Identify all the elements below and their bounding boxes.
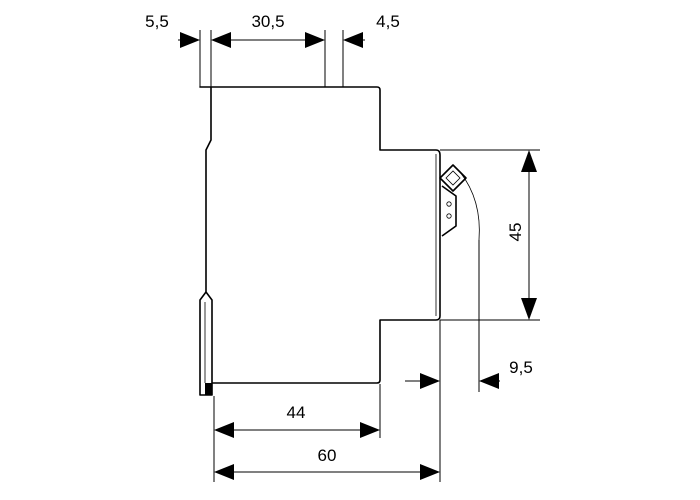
- dim-front-height: 45: [506, 150, 537, 320]
- dim-30-5-label: 30,5: [251, 12, 284, 31]
- dim-depth-to-front: 44: [214, 403, 380, 438]
- handle-pin-2: [446, 213, 452, 219]
- extension-lines: [199, 30, 540, 482]
- device-body: [199, 86, 441, 396]
- device-outline: [199, 86, 441, 384]
- dim-terminal-spacing: 30,5: [211, 12, 325, 48]
- dim-60-label: 60: [318, 446, 337, 465]
- dim-handle-protrusion: 9,5: [405, 358, 533, 389]
- handle-swing-arc: [459, 171, 480, 241]
- dim-45-label: 45: [506, 223, 525, 242]
- dim-30-5-arrow-left: [211, 32, 231, 48]
- dim-44-arrow-right: [360, 422, 380, 438]
- dim-60-arrow-left: [214, 464, 234, 480]
- dim-44-label: 44: [287, 403, 306, 422]
- dim-4-5-arrow: [343, 32, 363, 48]
- handle-inner: [445, 170, 461, 186]
- handle-stem: [441, 185, 457, 237]
- dim-9-5-arrow-left: [420, 373, 440, 389]
- dim-9-5-arrow-right: [479, 373, 499, 389]
- clip-latch: [205, 383, 212, 395]
- dim-9-5-label: 9,5: [509, 358, 533, 377]
- dim-44-arrow-left: [214, 422, 234, 438]
- din-rail-clip: [199, 291, 213, 396]
- dim-5-5-label: 5,5: [145, 12, 169, 31]
- dim-5-5-arrow: [180, 32, 200, 48]
- dim-terminal-offset: 5,5: [145, 12, 200, 48]
- dim-45-arrow-bottom: [521, 298, 537, 320]
- handle-pin-1: [446, 201, 452, 207]
- dim-60-arrow-right: [420, 464, 440, 480]
- toggle-handle: [439, 164, 480, 241]
- handle-shape: [439, 164, 467, 192]
- dim-total-depth: 60: [214, 446, 440, 480]
- dim-30-5-arrow-right: [305, 32, 325, 48]
- dim-terminal-width: 4,5: [343, 12, 400, 48]
- dim-45-arrow-top: [521, 150, 537, 172]
- dim-4-5-label: 4,5: [376, 12, 400, 31]
